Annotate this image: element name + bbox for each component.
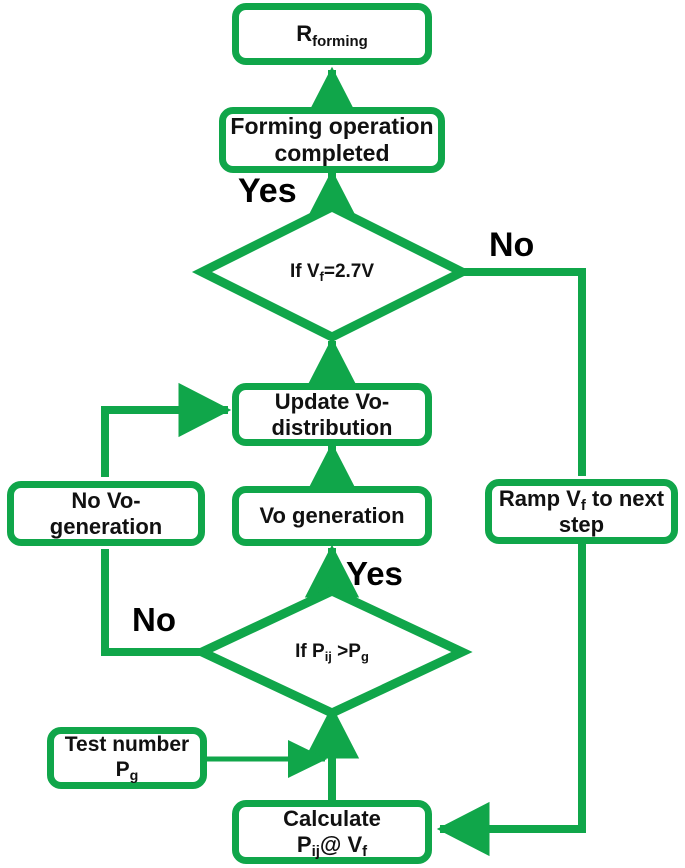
edge-label-no-pij: No — [132, 601, 176, 638]
node-test-number-pg[interactable]: Test number Pg — [47, 727, 207, 789]
edge-label-yes-pij: Yes — [346, 555, 403, 592]
edge-label-yes-vf: Yes — [238, 172, 297, 210]
node-r-forming-label: Rforming — [296, 21, 368, 50]
node-no-vo-generation-label: No Vo-generation — [49, 487, 163, 539]
node-update-vo-distribution-label: Update Vo-distribution — [271, 388, 393, 440]
node-vo-generation[interactable]: Vo generation — [232, 486, 432, 546]
edge-novogen-to-update — [101, 382, 232, 477]
decision-vf-shape — [191, 201, 473, 343]
edge-label-no-vf: No — [489, 226, 535, 264]
edge-ramp-to-calculate — [436, 544, 586, 857]
node-test-number-pg-label: Test number Pg — [64, 733, 190, 785]
node-r-forming[interactable]: Rforming — [232, 3, 432, 65]
node-no-vo-generation[interactable]: No Vo-generation — [7, 481, 205, 546]
edge-decisionvf-to-ramp — [462, 268, 586, 476]
node-update-vo-distribution[interactable]: Update Vo-distribution — [232, 383, 432, 446]
node-vo-generation-label: Vo generation — [259, 503, 405, 529]
edge-decisionpij-to-novogen — [101, 549, 202, 656]
decision-pij-shape — [191, 586, 473, 718]
